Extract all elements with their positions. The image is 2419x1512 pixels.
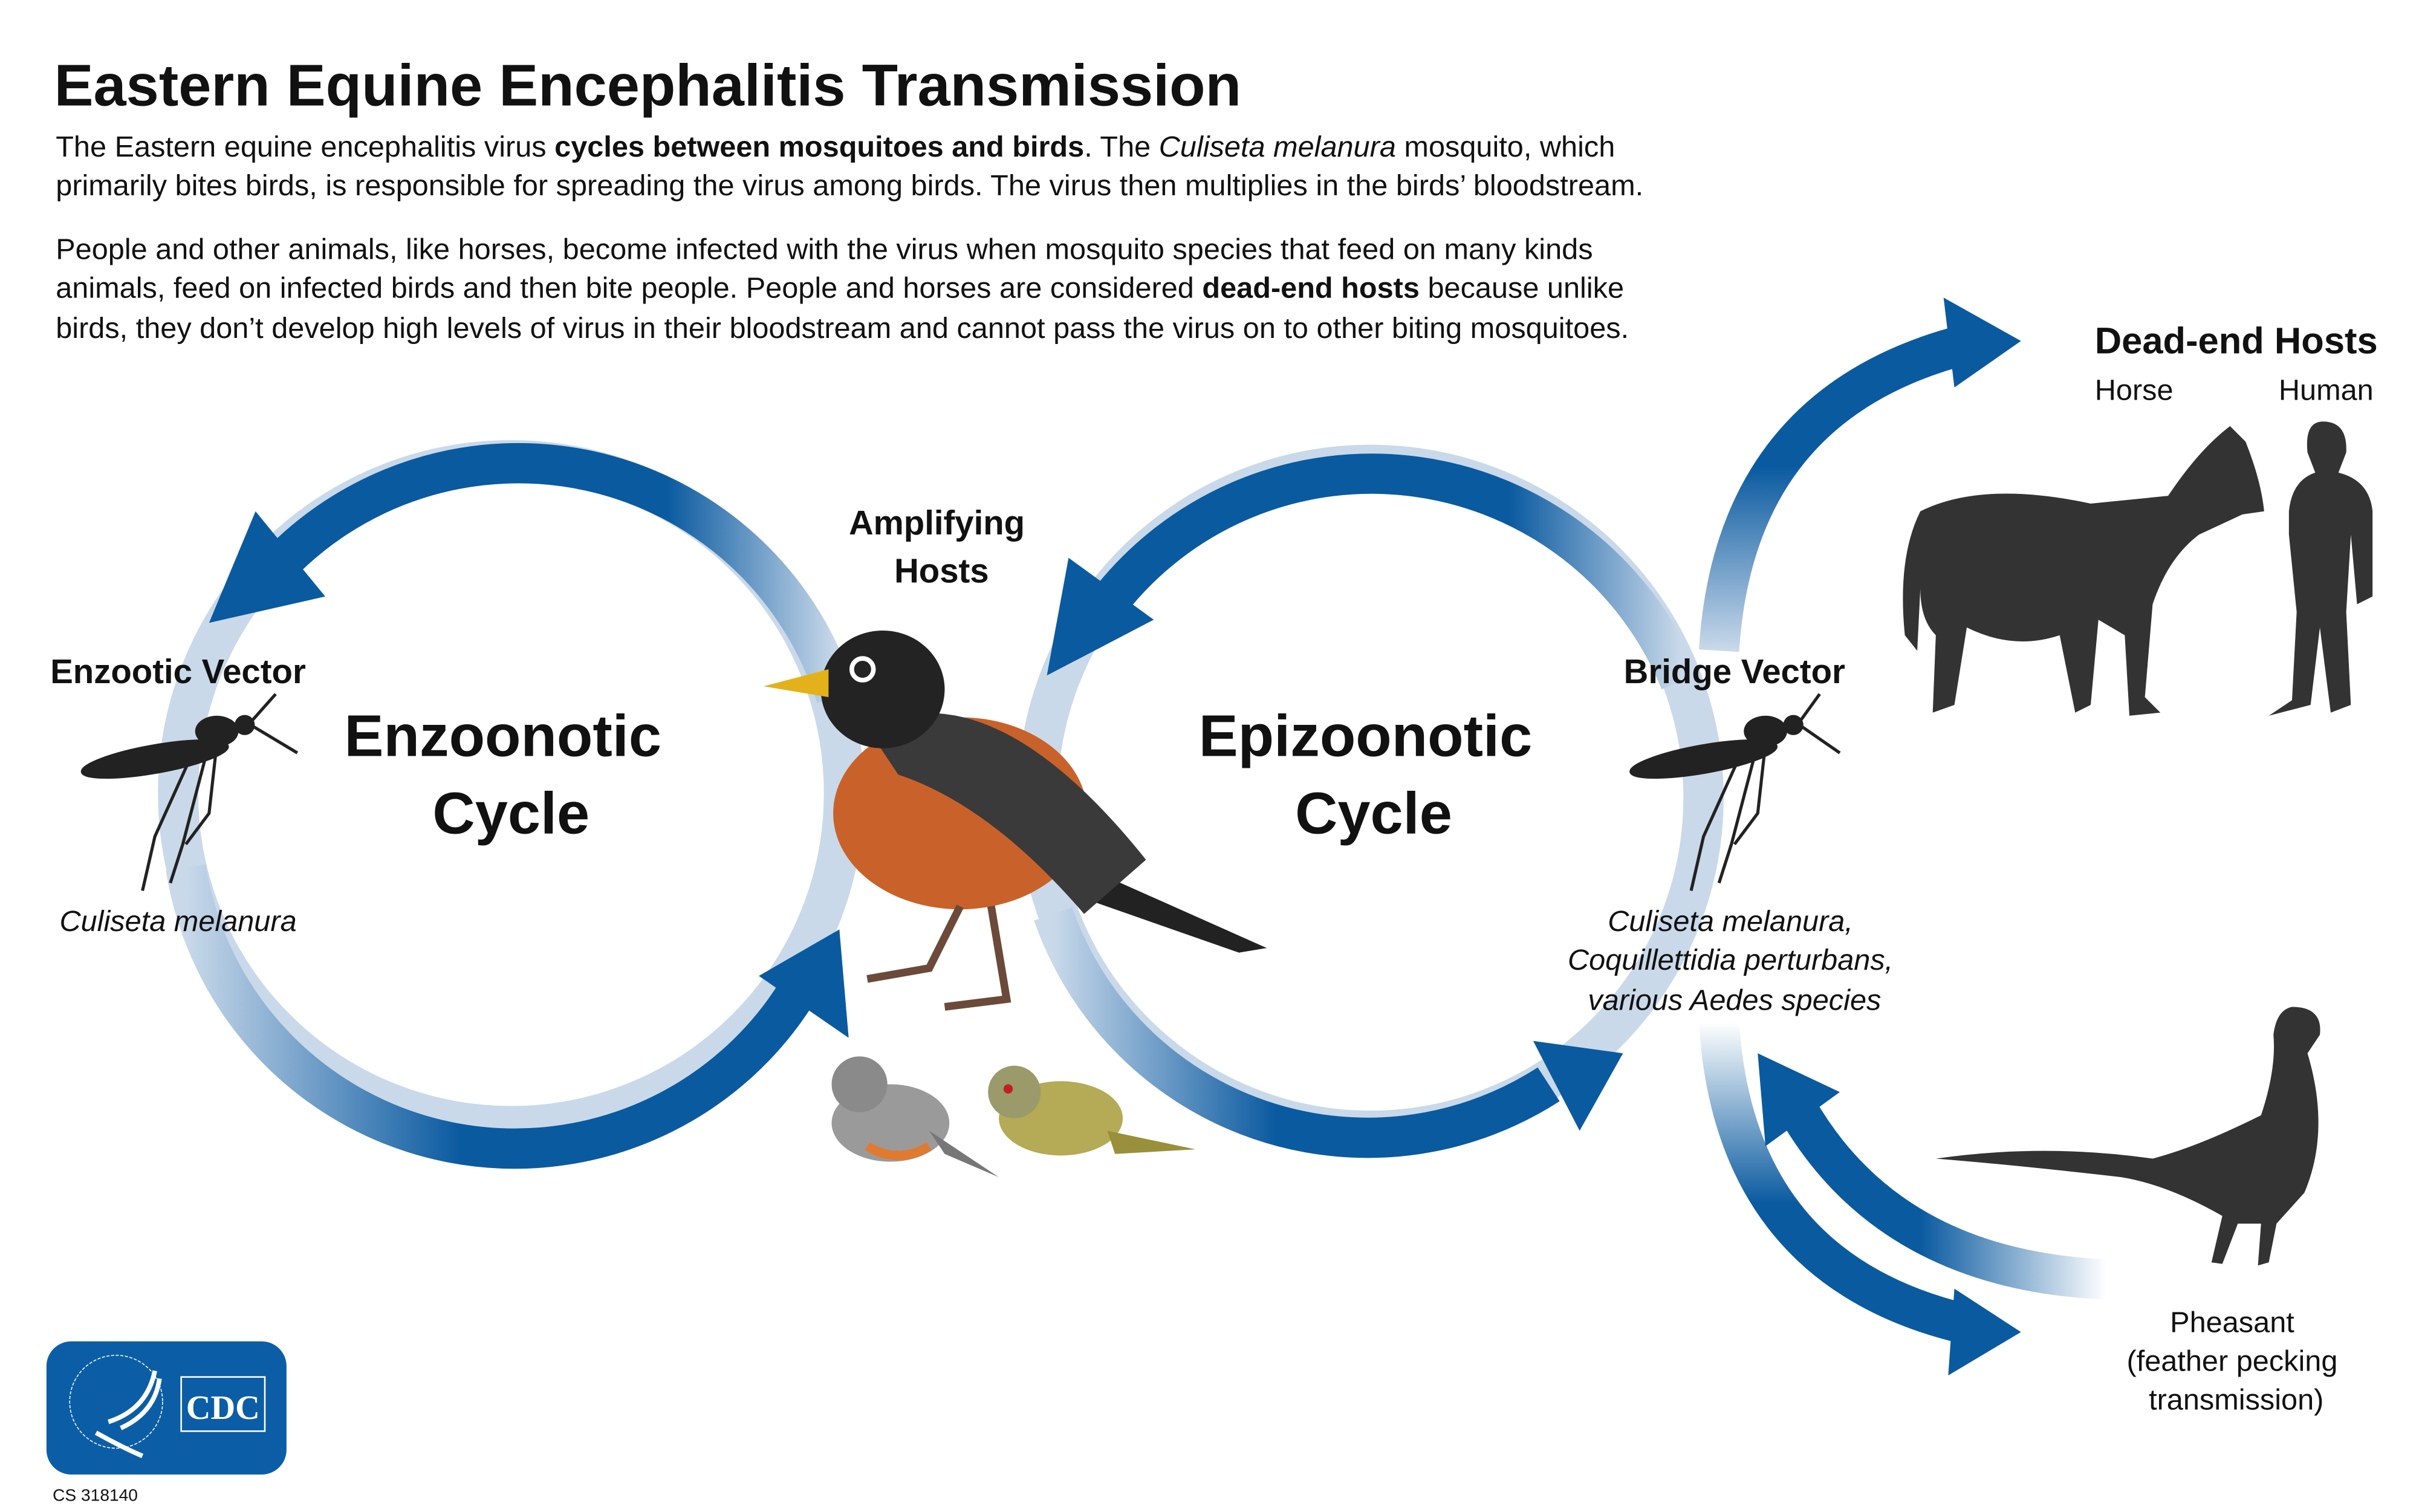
arrowhead: [1047, 557, 1154, 676]
enzootic-cycle-label: Enzoonotic Cycle: [345, 703, 678, 846]
species-line: various Aedes species: [1588, 984, 1881, 1017]
bridge-vector-label: Bridge Vector: [1624, 652, 1845, 690]
cycle-label-line: Cycle: [1295, 780, 1452, 846]
epizootic-cycle-label: Epizoonotic Cycle: [1199, 703, 1549, 846]
hhs-cdc-logo: CDC: [46, 1341, 287, 1475]
human-icon: [2268, 421, 2373, 716]
label-line: (feather pecking: [2127, 1345, 2338, 1377]
page-title: Eastern Equine Encephalitis Transmission: [54, 53, 1241, 118]
pheasant-label: Pheasant (feather pecking transmission): [2127, 1306, 2346, 1416]
label-line: Amplifying: [849, 504, 1025, 542]
intro-paragraph-1: The Eastern equine encephalitis virus cy…: [56, 131, 1643, 202]
intro-italic: Culiseta melanura: [1159, 131, 1396, 163]
label-line: Hosts: [894, 552, 989, 590]
intro-text: People and other animals, like horses, b…: [56, 233, 1593, 265]
cdc-logo-text: CDC: [186, 1389, 260, 1427]
arrowhead: [1758, 1053, 1840, 1146]
intro-text: because unlike: [1420, 271, 1624, 304]
intro-text: mosquito, which: [1396, 131, 1615, 163]
intro-text: animals, feed on infected birds and then…: [56, 271, 1202, 304]
document-code: CS 318140: [53, 1485, 138, 1505]
vireo-icon: [988, 1065, 1196, 1156]
human-label: Human: [2279, 374, 2374, 406]
hhs-eagle-icon: [94, 1370, 162, 1458]
species-line: Culiseta melanura,: [1608, 905, 1853, 938]
intro-text: primarily bites birds, is responsible fo…: [56, 169, 1643, 202]
arrowhead: [1533, 1040, 1623, 1131]
intro-bold: dead-end hosts: [1202, 271, 1420, 304]
enzootic-species: Culiseta melanura: [59, 905, 296, 938]
horse-icon: [1903, 426, 2264, 716]
horse-label: Horse: [2095, 374, 2174, 406]
enzootic-vector-label: Enzootic Vector: [50, 652, 306, 690]
arrowhead: [209, 511, 325, 623]
pheasant-icon: [1935, 1007, 2320, 1266]
pheasant-out-arrow: [1698, 1020, 1972, 1344]
titmouse-icon: [831, 1056, 999, 1178]
cycle-label-line: Enzoonotic: [345, 703, 661, 769]
label-line: transmission): [2149, 1383, 2323, 1416]
arrowhead: [1943, 297, 2021, 388]
label-line: Pheasant: [2170, 1306, 2294, 1338]
dead-end-hosts-title: Dead-end Hosts: [2095, 320, 2378, 362]
cycle-label-line: Cycle: [432, 780, 589, 846]
intro-bold: cycles between mosquitoes and birds: [554, 131, 1084, 163]
robin-icon: [763, 631, 1267, 1011]
amplifying-hosts-label: Amplifying Hosts: [849, 504, 1034, 589]
intro-paragraph-2: People and other animals, like horses, b…: [56, 233, 1632, 345]
species-line: Coquillettidia perturbans,: [1568, 944, 1893, 976]
pheasant-in-arrow: [1779, 1097, 2108, 1300]
dead-end-arrow: [1698, 324, 1972, 652]
bridge-species: Culiseta melanura, Coquillettidia pertur…: [1568, 905, 1901, 1017]
cycle-label-line: Epizoonotic: [1199, 703, 1532, 769]
bridge-mosquito-icon: [1629, 693, 1841, 891]
intro-text: The Eastern equine encephalitis virus: [56, 131, 554, 163]
arrowhead: [1948, 1288, 2021, 1376]
arrowhead: [759, 929, 849, 1038]
enzootic-mosquito-icon: [80, 693, 299, 891]
intro-text: . The: [1084, 131, 1159, 163]
intro-text: birds, they don’t develop high levels of…: [56, 312, 1629, 345]
